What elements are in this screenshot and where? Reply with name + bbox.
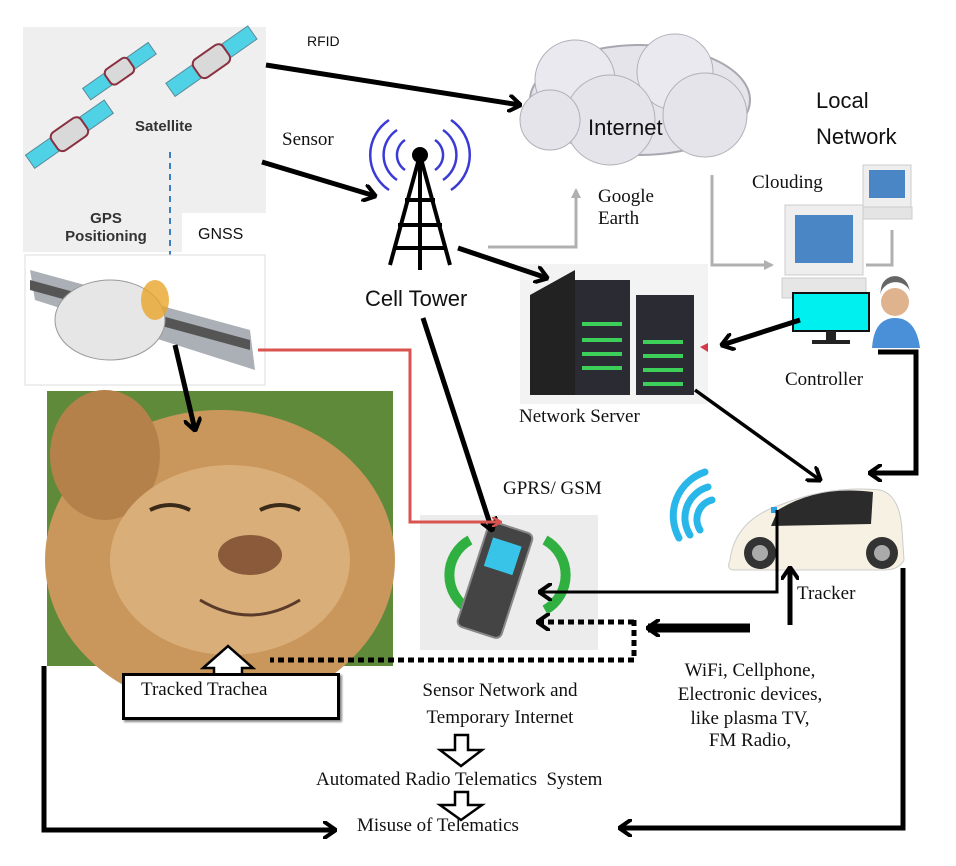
cell-tower-icon bbox=[388, 154, 452, 270]
gps-receiver-icon bbox=[24, 254, 266, 386]
satellite-icon bbox=[81, 41, 157, 101]
controller-monitor-icon bbox=[792, 292, 870, 344]
hollow-arrow-sensor-to-automated bbox=[436, 733, 486, 768]
automated-system-label: Automated Radio Telematics System bbox=[316, 769, 603, 790]
tracked-trachea-label: Tracked Trachea bbox=[141, 679, 268, 700]
devices-label-line2: Electronic devices, bbox=[677, 684, 823, 705]
link-computers bbox=[866, 230, 894, 267]
sensor-label: Sensor bbox=[282, 129, 334, 150]
radio-waves-icon bbox=[368, 118, 472, 192]
network-server-icon bbox=[520, 264, 708, 404]
wifi-signal-icon bbox=[669, 468, 716, 542]
clouding-label: Clouding bbox=[752, 172, 823, 193]
cell-tower-label: Cell Tower bbox=[365, 286, 468, 311]
tracker-label: Tracker bbox=[797, 583, 856, 604]
gnss-cutout bbox=[182, 213, 266, 253]
arrow-satellite-to-internet bbox=[265, 62, 520, 105]
google-earth-label: Google Earth bbox=[598, 186, 654, 228]
workstation-icon bbox=[781, 204, 867, 299]
sensor-network-label-line2: Temporary Internet bbox=[426, 707, 574, 728]
arrow-car-to-phone bbox=[540, 510, 779, 592]
network-server-label: Network Server bbox=[519, 406, 640, 427]
gprs-gsm-label: GPRS/ GSM bbox=[503, 478, 602, 499]
arrow-server-to-car bbox=[693, 388, 820, 480]
person-icon bbox=[872, 276, 920, 348]
satellite-label: Satellite bbox=[135, 118, 193, 135]
controller-label: Controller bbox=[785, 369, 864, 390]
lion-photo bbox=[45, 390, 395, 710]
local-network-label-line2: Network bbox=[816, 124, 897, 149]
arrow-sensor-to-tower bbox=[261, 159, 375, 196]
tower-antenna-icon bbox=[412, 147, 428, 163]
gps-positioning-label: GPS Positioning bbox=[65, 210, 147, 245]
satellite-icon bbox=[165, 25, 258, 98]
satellite-icon bbox=[24, 99, 115, 169]
gnss-label: GNSS bbox=[198, 226, 244, 243]
misuse-label: Misuse of Telematics bbox=[357, 815, 519, 836]
devices-label-line1: WiFi, Cellphone, bbox=[684, 660, 816, 681]
link-internet-to-clouding bbox=[710, 175, 774, 270]
devices-label-line4: FM Radio, bbox=[708, 730, 792, 751]
desktop-computer-icon bbox=[861, 164, 913, 220]
car-icon bbox=[728, 488, 905, 571]
hollow-arrow-automated-to-misuse bbox=[436, 790, 486, 822]
arrow-tower-to-phone bbox=[420, 317, 492, 530]
arrow-controller-to-server bbox=[722, 317, 801, 345]
local-network-label-line1: Local bbox=[816, 88, 869, 113]
arrow-left-loop-to-misuse bbox=[41, 666, 335, 830]
arrow-right-loop-to-misuse bbox=[620, 568, 906, 828]
tracked-trachea-box bbox=[122, 673, 340, 720]
arrow-tower-to-server bbox=[457, 245, 547, 278]
arrow-controller-to-car bbox=[870, 349, 919, 473]
dotted-link-devices-to-phone bbox=[270, 620, 637, 663]
link-gps-to-phone-red bbox=[258, 348, 500, 522]
internet-cloud-icon bbox=[519, 33, 751, 166]
rfid-label: RFID bbox=[307, 33, 340, 49]
link-tower-to-google-earth bbox=[488, 188, 581, 249]
arrow-gps-to-lion bbox=[172, 344, 195, 430]
sensor-network-label-line1: Sensor Network and bbox=[422, 680, 578, 701]
mobile-phone-icon bbox=[420, 515, 598, 650]
internet-label: Internet bbox=[588, 115, 663, 140]
devices-label-line3: like plasma TV, bbox=[690, 708, 810, 729]
